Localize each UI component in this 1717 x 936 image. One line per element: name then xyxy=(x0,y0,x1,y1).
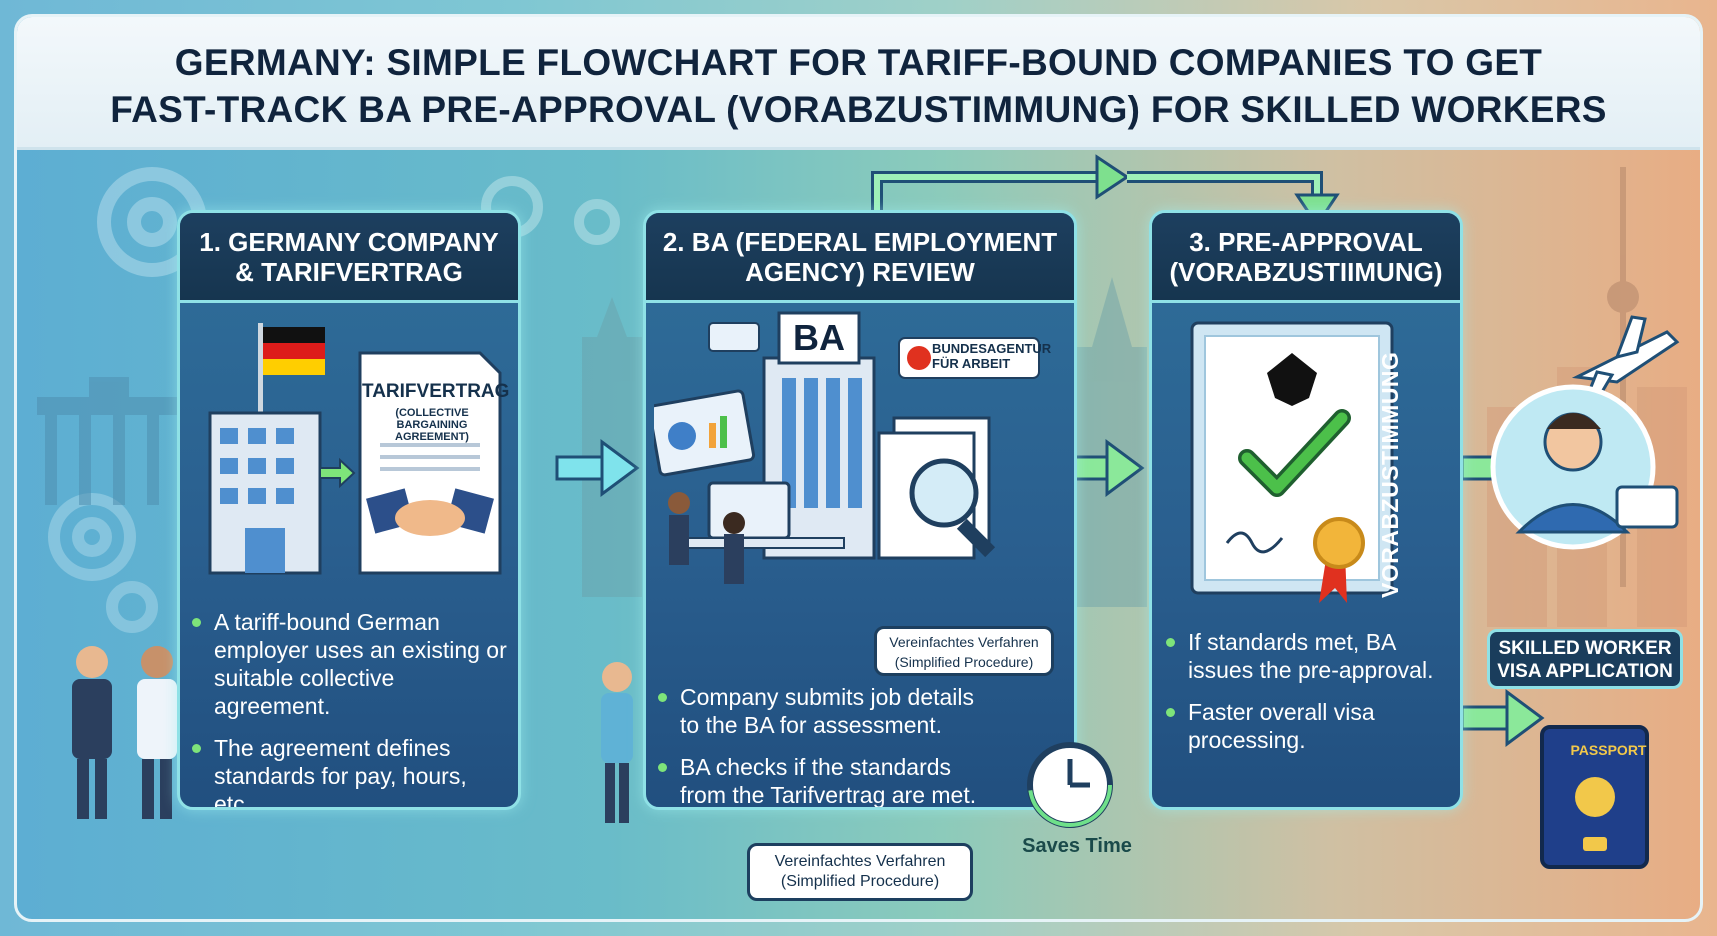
brandenburg-gate-icon xyxy=(37,377,177,505)
step-2-title-line-1: 2. BA (FEDERAL EMPLOYMENT xyxy=(662,226,1058,257)
step-1-title: 1. GERMANY COMPANY & TARIFVERTRAG xyxy=(180,213,518,303)
woman-presenter-icon xyxy=(601,662,633,823)
vertical-label: VORABZUSTIMMUNG xyxy=(1377,351,1403,598)
business-people-icon xyxy=(72,646,177,819)
title-line-2: FAST-TRACK BA PRE-APPROVAL (VORABZUSTIMM… xyxy=(110,89,1607,130)
step-3-title-line-1: 3. PRE-APPROVAL xyxy=(1189,226,1423,257)
ba-review-illustration xyxy=(654,311,1040,584)
contract-doc-title-main: TARIFVERTRAG xyxy=(362,381,510,402)
eagle-icon xyxy=(1267,353,1317,406)
step-2-title: 2. BA (FEDERAL EMPLOYMENT AGENCY) REVIEW xyxy=(646,213,1074,303)
saves-time-label: Saves Time xyxy=(1022,835,1132,857)
step-2-bullet-2: BA checks if the standards from the Tari… xyxy=(656,753,986,807)
agency-badge-text: BUNDESAGENTUR FÜR ARBEIT xyxy=(932,341,1052,371)
german-flag-icon xyxy=(258,323,325,473)
clock-icon xyxy=(1027,742,1113,828)
page-title: GERMANY: SIMPLE FLOWCHART FOR TARIFF-BOU… xyxy=(17,39,1700,133)
contract-doc-title: TARIFVERTRAG (COLLECTIVE BARGAINING AGRE… xyxy=(362,381,510,443)
infographic-frame: GERMANY: SIMPLE FLOWCHART FOR TARIFF-BOU… xyxy=(14,14,1703,922)
contract-doc-sub-2: AGREEMENT) xyxy=(395,431,469,443)
step-3-bullet-2: Faster overall visa processing. xyxy=(1164,698,1454,754)
visa-label-line-2: VISA APPLICATION xyxy=(1497,661,1673,682)
step-1-title-line-2: & TARIFVERTRAG xyxy=(235,256,463,287)
signature-icon xyxy=(1225,531,1284,554)
passport-label: PASSPORT xyxy=(1570,742,1647,758)
title-bar: GERMANY: SIMPLE FLOWCHART FOR TARIFF-BOU… xyxy=(17,17,1700,150)
procedure-tag-bottom: Vereinfachtes Verfahren (Simplified Proc… xyxy=(747,843,973,901)
background-scene xyxy=(37,154,1687,869)
checkmark-icon xyxy=(1241,412,1348,494)
passport-icon xyxy=(1540,725,1649,869)
seal-ribbon-icon xyxy=(1313,517,1365,603)
flow-arrow-4-icon xyxy=(1460,689,1545,747)
company-building-icon xyxy=(208,411,322,575)
step-1-panel: 1. GERMANY COMPANY & TARIFVERTRAG xyxy=(177,210,521,810)
title-line-1: GERMANY: SIMPLE FLOWCHART FOR TARIFF-BOU… xyxy=(174,42,1543,83)
step-3-panel: 3. PRE-APPROVAL (VORABZUSTIIMUNG) VORABZ… xyxy=(1149,210,1463,810)
step-1-bullets: A tariff-bound German employer uses an e… xyxy=(190,608,510,807)
agency-badge-line-1: BUNDESAGENTUR xyxy=(932,341,1052,356)
airplane-icon xyxy=(1571,315,1680,399)
step-3-title: 3. PRE-APPROVAL (VORABZUSTIIMUNG) xyxy=(1152,213,1460,303)
handshake-icon xyxy=(366,488,494,536)
computer-desk-icon xyxy=(668,481,845,584)
procedure-tag-bottom-line-1: Vereinfachtes Verfahren xyxy=(774,853,946,870)
procedure-tag-top: Vereinfachtes Verfahren (Simplified Proc… xyxy=(874,626,1054,676)
arrow-icon xyxy=(319,457,356,489)
visa-application-label: SKILLED WORKER VISA APPLICATION xyxy=(1487,629,1683,689)
documents-magnifier-icon xyxy=(877,416,996,560)
gear-icon xyxy=(48,493,158,633)
step-1-bullet-2: The agreement defines standards for pay,… xyxy=(190,734,510,807)
skilled-worker-avatar xyxy=(1490,384,1679,550)
step-3-title-line-2: (VORABZUSTIIMUNG) xyxy=(1169,256,1443,287)
procedure-tag-bottom-line-2: (Simplified Procedure) xyxy=(780,873,940,890)
step-2-bullets: Company submits job details to the BA fo… xyxy=(656,683,986,807)
agency-badge-line-2: FÜR ARBEIT xyxy=(932,356,1011,371)
chat-bubble-icon xyxy=(708,322,760,352)
contract-doc-sub-1: (COLLECTIVE BARGAINING xyxy=(395,407,469,431)
step-3-bullet-1: If standards met, BA issues the pre-appr… xyxy=(1164,628,1454,684)
flow-arrow-1-icon xyxy=(555,439,640,497)
pre-approval-certificate-icon xyxy=(1190,321,1394,603)
step-2-title-line-2: AGENCY) REVIEW xyxy=(745,256,975,287)
agency-badge-box xyxy=(898,337,1040,379)
procedure-tag-top-line-1: Vereinfachtes Verfahren xyxy=(889,634,1039,650)
visa-label-line-1: SKILLED WORKER xyxy=(1498,638,1672,659)
procedure-tag-top-line-2: (Simplified Procedure) xyxy=(894,654,1034,670)
company-illustration xyxy=(208,323,502,575)
step-1-bullet-1: A tariff-bound German employer uses an e… xyxy=(190,608,510,720)
monitor-chart-icon xyxy=(654,389,756,477)
step-2-bullet-1: Company submits job details to the BA fo… xyxy=(656,683,986,739)
step-1-title-line-1: 1. GERMANY COMPANY xyxy=(199,226,499,257)
agency-logo-icon xyxy=(907,346,931,370)
step-3-bullets: If standards met, BA issues the pre-appr… xyxy=(1164,628,1454,768)
step-2-panel: 2. BA (FEDERAL EMPLOYMENT AGENCY) REVIEW xyxy=(643,210,1077,810)
ba-building-label: BA xyxy=(793,317,845,358)
ba-building-icon xyxy=(762,311,876,560)
